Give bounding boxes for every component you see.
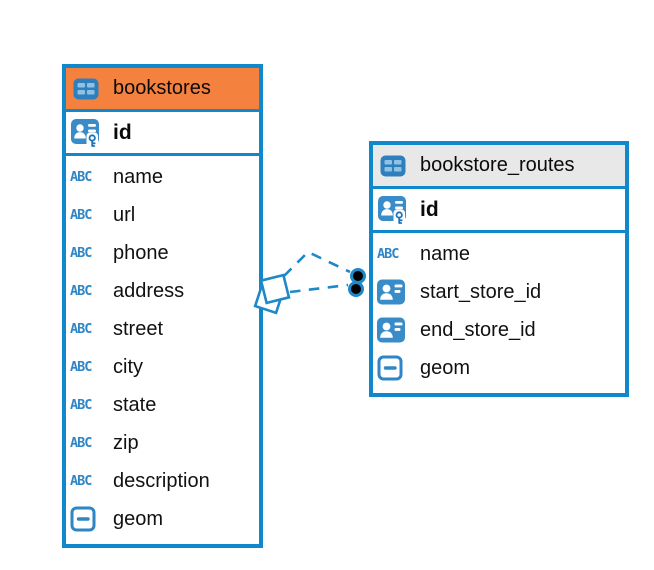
text-type-icon: ABC — [70, 397, 92, 413]
column-label: phone — [113, 241, 169, 264]
column-label: name — [420, 242, 471, 265]
table-bookstore-routes-header[interactable]: bookstore_routes — [373, 145, 625, 189]
column-row-start-store-id[interactable]: start_store_id — [373, 273, 625, 311]
column-row-geom[interactable]: geom — [66, 500, 259, 538]
text-type-icon: ABC — [70, 245, 92, 261]
column-row-name[interactable]: ABC name — [373, 235, 625, 273]
column-label: url — [113, 203, 136, 226]
table-bookstore-routes[interactable]: bookstore_routes id ABC name — [369, 141, 629, 397]
relationship-source-anchor-diamond[interactable] — [253, 273, 291, 315]
reference-type-icon — [377, 317, 411, 343]
column-label: id — [420, 197, 439, 221]
table-icon — [380, 155, 410, 177]
text-type-icon: ABC — [70, 435, 92, 451]
column-list: ABC name start_store_id — [373, 233, 625, 387]
primary-key-icon — [70, 117, 104, 149]
column-row-name[interactable]: ABC name — [66, 158, 259, 196]
table-bookstores-header[interactable]: bookstores — [66, 68, 259, 112]
column-row-url[interactable]: ABC url — [66, 196, 259, 234]
reference-type-icon — [377, 279, 411, 305]
text-type-icon: ABC — [70, 169, 92, 185]
column-label: name — [113, 165, 164, 188]
column-label: end_store_id — [420, 318, 536, 341]
column-row-id[interactable]: id — [373, 189, 625, 233]
column-label: start_store_id — [420, 280, 542, 303]
table-icon — [73, 78, 103, 100]
table-title: bookstore_routes — [420, 154, 575, 176]
column-label: zip — [113, 431, 139, 454]
column-row-geom[interactable]: geom — [373, 349, 625, 387]
text-type-icon: ABC — [70, 473, 92, 489]
relationship-line[interactable] — [283, 250, 351, 277]
column-label: state — [113, 393, 157, 416]
column-row-address[interactable]: ABC address — [66, 272, 259, 310]
column-row-end-store-id[interactable]: end_store_id — [373, 311, 625, 349]
relationship-target-anchor-dots[interactable] — [348, 268, 366, 297]
column-row-description[interactable]: ABC description — [66, 462, 259, 500]
column-label: address — [113, 279, 185, 302]
column-row-city[interactable]: ABC city — [66, 348, 259, 386]
text-type-icon: ABC — [70, 207, 92, 223]
text-type-icon: ABC — [70, 321, 92, 337]
column-label: street — [113, 317, 164, 340]
table-title: bookstores — [113, 77, 211, 99]
column-row-state[interactable]: ABC state — [66, 386, 259, 424]
column-row-street[interactable]: ABC street — [66, 310, 259, 348]
column-row-phone[interactable]: ABC phone — [66, 234, 259, 272]
column-label: geom — [420, 356, 471, 379]
column-row-id[interactable]: id — [66, 112, 259, 156]
column-row-zip[interactable]: ABC zip — [66, 424, 259, 462]
column-label: id — [113, 120, 132, 144]
primary-key-icon — [377, 194, 411, 226]
column-label: geom — [113, 507, 164, 530]
column-label: city — [113, 355, 143, 378]
table-bookstores[interactable]: bookstores id ABC name — [62, 64, 263, 548]
text-type-icon: ABC — [377, 246, 399, 262]
geometry-type-icon — [377, 355, 411, 381]
column-label: description — [113, 469, 210, 492]
relationship-line[interactable] — [289, 283, 349, 294]
column-list: ABC name ABC url ABC phone ABC address A… — [66, 156, 259, 538]
geometry-type-icon — [70, 506, 104, 532]
text-type-icon: ABC — [70, 359, 92, 375]
text-type-icon: ABC — [70, 283, 92, 299]
